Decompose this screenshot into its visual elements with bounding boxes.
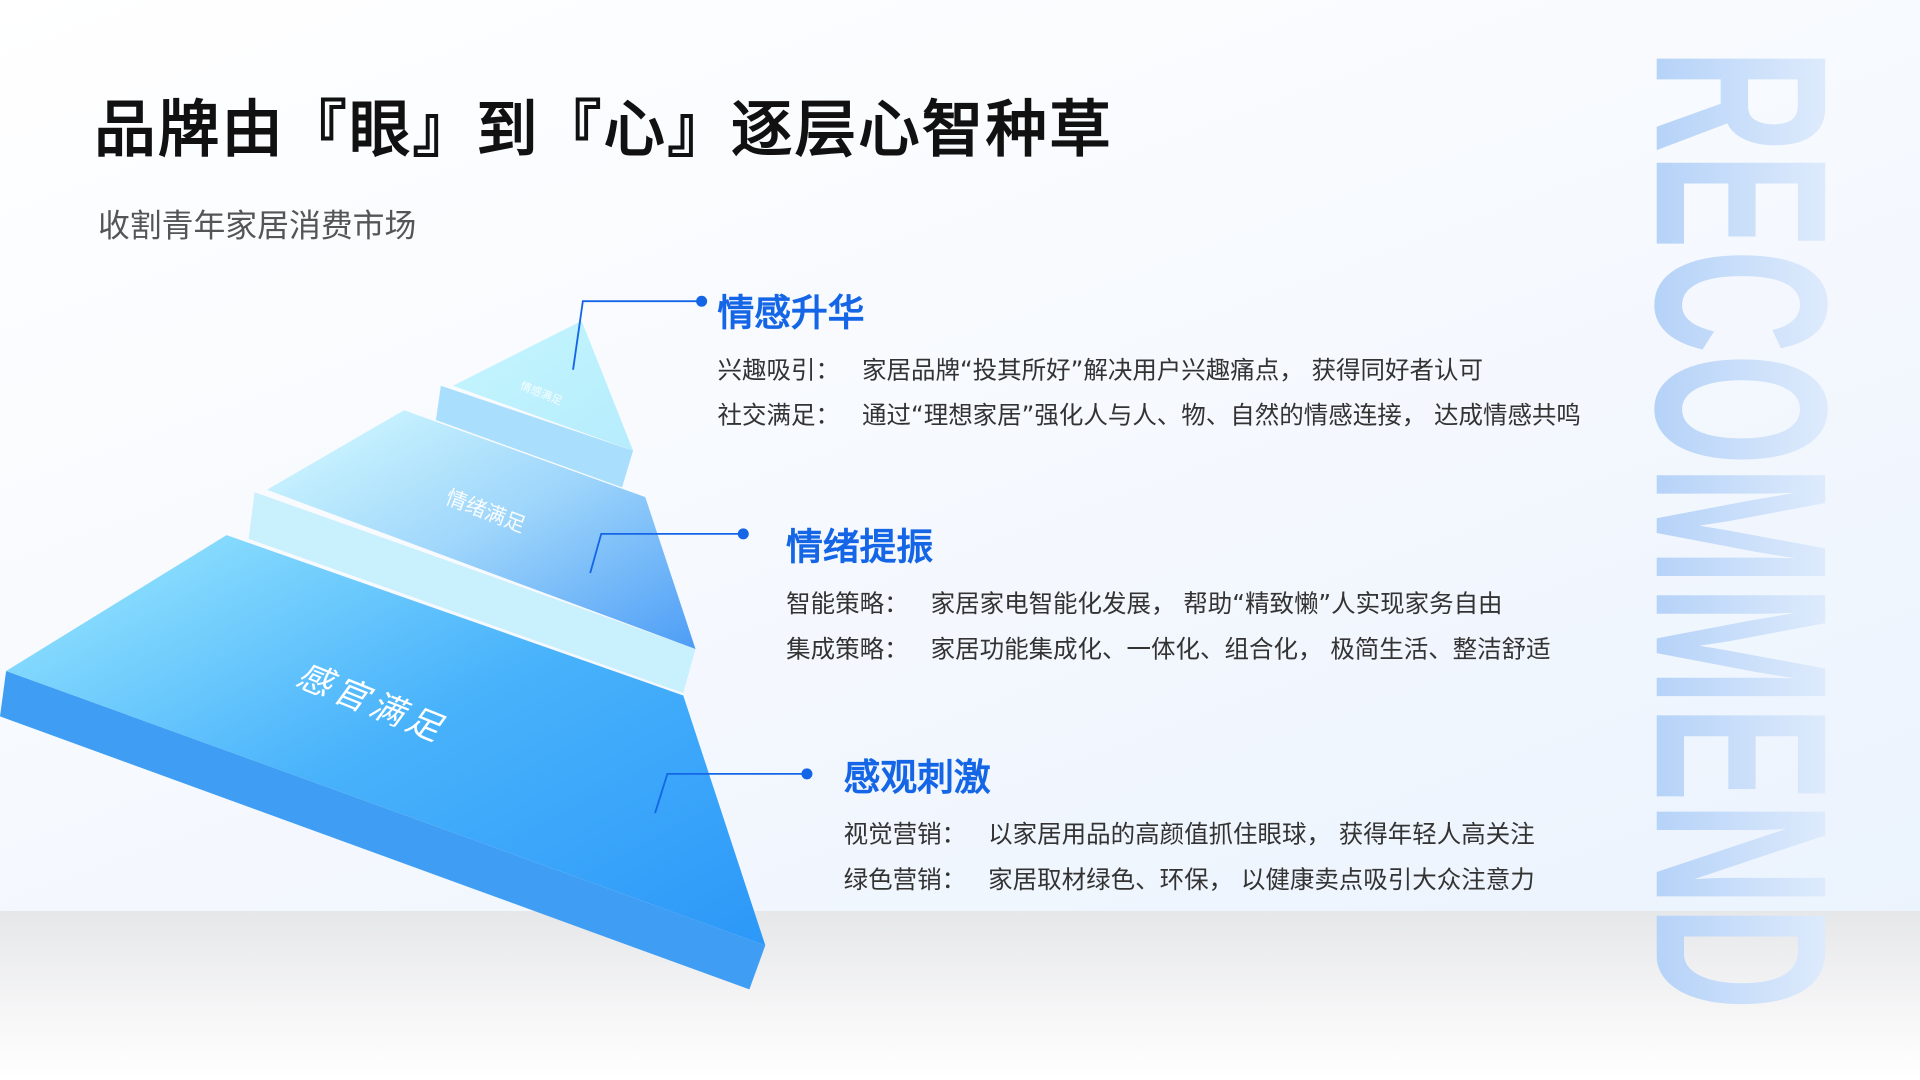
- section-line: 绿色营销：家居取材绿色、环保， 以健康卖点吸引大众注意力: [843, 864, 1535, 894]
- section-heading: 感观刺激: [843, 756, 991, 800]
- page-title: 品牌由『眼』到『心』逐层心智种草: [94, 94, 1114, 166]
- floor-shadow: [0, 911, 1920, 1080]
- middle-tier-side: [248, 492, 696, 694]
- section-line: 社交满足：通过“理想家居”强化人与人、物、自然的情感连接， 达成情感共鸣: [717, 400, 1581, 430]
- bottom-tier-top: [6, 535, 766, 946]
- top-tier-side: [435, 385, 634, 488]
- connector-dot: [696, 295, 708, 307]
- connector-lines: [572, 300, 807, 814]
- section-line: 视觉营销：以家居用品的高颜值抓住眼球， 获得年轻人高关注: [843, 819, 1535, 849]
- section-mood-boost: 情绪提振 智能策略：家居家电智能化发展， 帮助“精致懒”人实现家务自由 集成策略…: [786, 517, 1551, 679]
- bottom-tier-side: [0, 671, 766, 990]
- section-line: 智能策略：家居家电智能化发展， 帮助“精致懒”人实现家务自由: [786, 588, 1503, 619]
- section-sensory-stimulus: 感观刺激 视觉营销：以家居用品的高颜值抓住眼球， 获得年轻人高关注 绿色营销：家…: [844, 747, 1535, 909]
- section-line: 集成策略：家居功能集成化、一体化、组合化， 极简生活、整洁舒适: [786, 634, 1551, 664]
- section-heading: 情感升华: [717, 292, 865, 336]
- connector-dot: [737, 528, 749, 540]
- middle-tier-top: [266, 410, 696, 649]
- svg-text:RECOMMEND: RECOMMEND: [1638, 49, 1834, 1010]
- page-subtitle: 收割青年家居消费市场: [97, 208, 417, 245]
- section-heading: 情绪提振: [786, 526, 934, 570]
- section-line: 兴趣吸引：家居品牌“投其所好”解决用户兴趣痛点， 获得同好者认可: [717, 355, 1483, 385]
- top-tier-top: [453, 320, 634, 451]
- watermark: RECOMMEND: [1638, 49, 1834, 1010]
- connector-dot: [801, 768, 813, 780]
- section-emotional-sublimation: 情感升华 兴趣吸引：家居品牌“投其所好”解决用户兴趣痛点， 获得同好者认可 社交…: [718, 283, 1581, 445]
